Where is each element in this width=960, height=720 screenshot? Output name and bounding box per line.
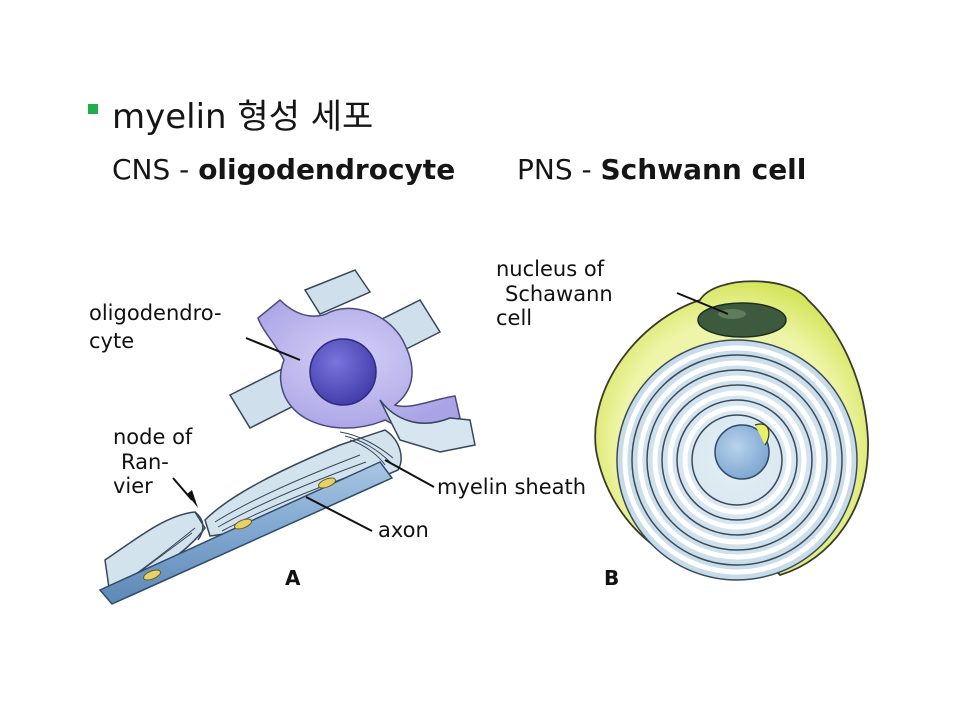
oligodendrocyte-cell [257, 298, 461, 429]
pns-line: PNS - Schwann cell [517, 150, 806, 190]
myelin-lamellae [631, 354, 843, 566]
label-node-3: vier [113, 474, 153, 498]
slide-title: myelin 형성 세포 [112, 97, 374, 137]
panel-a-leader-lines [172, 337, 435, 532]
label-node-2: Ran- [121, 450, 169, 474]
node-arrow-icon [187, 490, 198, 508]
panel-letter-b: B [604, 566, 619, 590]
cns-cell-name: oligodendrocyte [198, 153, 456, 186]
axon-core [98, 461, 394, 605]
myelin-gaps [622, 345, 852, 575]
panel-a-illustration: oligodendro- cyte node of Ran- vier myel… [89, 269, 586, 605]
label-myelin-sheath: myelin sheath [437, 475, 586, 499]
schwann-axon [714, 424, 770, 480]
nucleus-leader-line [676, 292, 729, 315]
oligodendrocyte-nucleus [309, 338, 377, 406]
label-axon: axon [378, 518, 429, 542]
panel-letter-a: A [285, 566, 301, 590]
cns-line: CNS - oligodendrocyte [112, 150, 455, 190]
myelinated-axon [98, 429, 402, 605]
label-node-1: node of [113, 425, 193, 449]
label-nucleus-2: Schawann [505, 282, 613, 306]
pns-prefix: PNS - [517, 153, 601, 186]
bullet-square-icon [88, 104, 98, 114]
label-oligodendrocyte-1: oligodendro- [89, 301, 222, 325]
label-nucleus-1: nucleus of [496, 257, 605, 281]
label-oligodendrocyte-2: cyte [89, 329, 134, 353]
cns-prefix: CNS - [112, 153, 199, 186]
panel-b-illustration: nucleus of Schawann cell B [496, 257, 869, 590]
label-nucleus-3: cell [496, 306, 532, 330]
pns-cell-name: Schwann cell [600, 153, 807, 186]
